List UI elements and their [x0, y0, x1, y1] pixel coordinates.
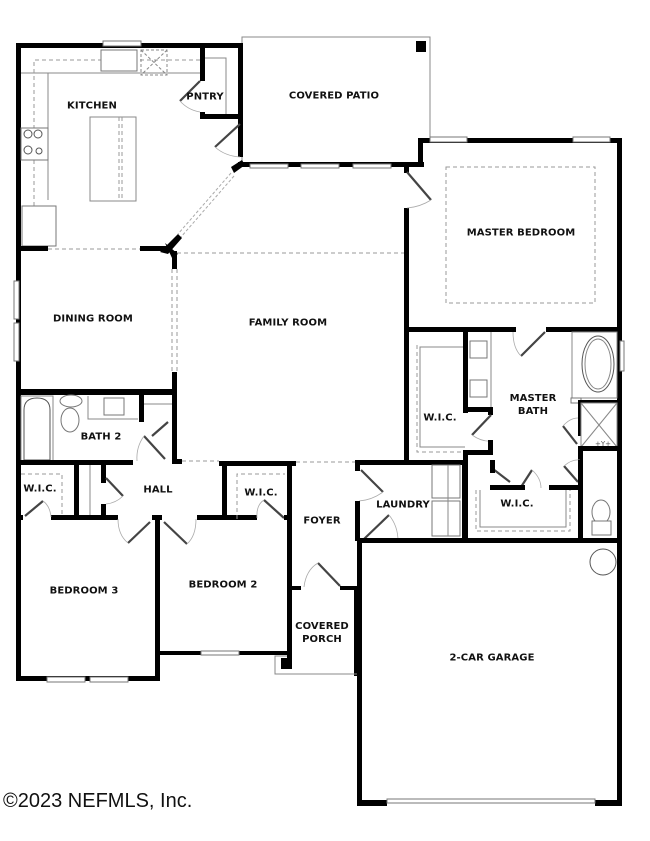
room-label-kitchen: KITCHEN	[67, 100, 117, 112]
dryer-icon	[431, 500, 461, 537]
room-label-garage: 2-CAR GARAGE	[449, 652, 535, 664]
sink-icon	[103, 397, 125, 416]
room-label-bedroom-2: BEDROOM 2	[188, 579, 258, 591]
soaking-tub-icon	[581, 335, 615, 393]
vanity-sink-icon	[469, 340, 488, 359]
room-label-hall: HALL	[143, 484, 173, 496]
hall-bedroom-walls	[16, 459, 463, 545]
toilet-tank	[59, 394, 83, 408]
room-label-foyer: FOYER	[303, 515, 341, 527]
kitchen-fixtures	[16, 49, 200, 251]
sink-icon	[100, 49, 138, 72]
room-label-pantry: PNTRY	[186, 91, 224, 103]
room-label-wic-bed2: W.I.C.	[244, 487, 278, 499]
pantry-walls	[179, 43, 242, 119]
kitchen-patio-door	[214, 123, 241, 158]
room-label-bedroom-3: BEDROOM 3	[49, 585, 119, 597]
room-label-covered-porch: COVERED PORCH	[295, 621, 349, 645]
room-label-master-bedroom: MASTER BEDROOM	[466, 227, 576, 239]
room-label-master-bath: MASTER BATH	[509, 393, 557, 417]
vanity-sink-icon	[469, 379, 488, 398]
shower-valve-icon: +Y+	[595, 440, 611, 448]
refrigerator-icon	[21, 205, 57, 247]
room-label-covered-patio: COVERED PATIO	[288, 90, 380, 102]
patio-post-icon	[416, 41, 426, 52]
copyright-notice: ©2023 NEFMLS, Inc.	[3, 790, 193, 812]
toilet-icon	[60, 407, 80, 433]
room-label-family-room: FAMILY ROOM	[248, 317, 328, 329]
dining-family-walls	[16, 163, 596, 461]
exterior-walls	[16, 43, 622, 806]
porch-post-icon	[281, 658, 292, 669]
stove-icon	[20, 127, 49, 161]
master-bath-walls: +Y+	[404, 327, 622, 576]
bath-2-fixtures	[16, 394, 177, 465]
bathtub-icon	[23, 397, 51, 461]
windows	[13, 40, 625, 804]
room-label-dining-room: DINING ROOM	[53, 313, 133, 325]
room-label-wic-bed3: W.I.C.	[23, 483, 57, 495]
toilet-icon	[591, 499, 611, 525]
washer-icon	[431, 464, 461, 499]
room-label-laundry: LAUNDRY	[376, 499, 430, 511]
room-label-bath-2: BATH 2	[80, 431, 122, 443]
room-label-wic-master-2: W.I.C.	[500, 498, 534, 510]
room-label-wic-master-1: W.I.C.	[423, 412, 457, 424]
kitchen-diagonal-wall	[160, 160, 245, 258]
water-heater-icon	[589, 548, 617, 576]
kitchen-island	[89, 116, 137, 202]
